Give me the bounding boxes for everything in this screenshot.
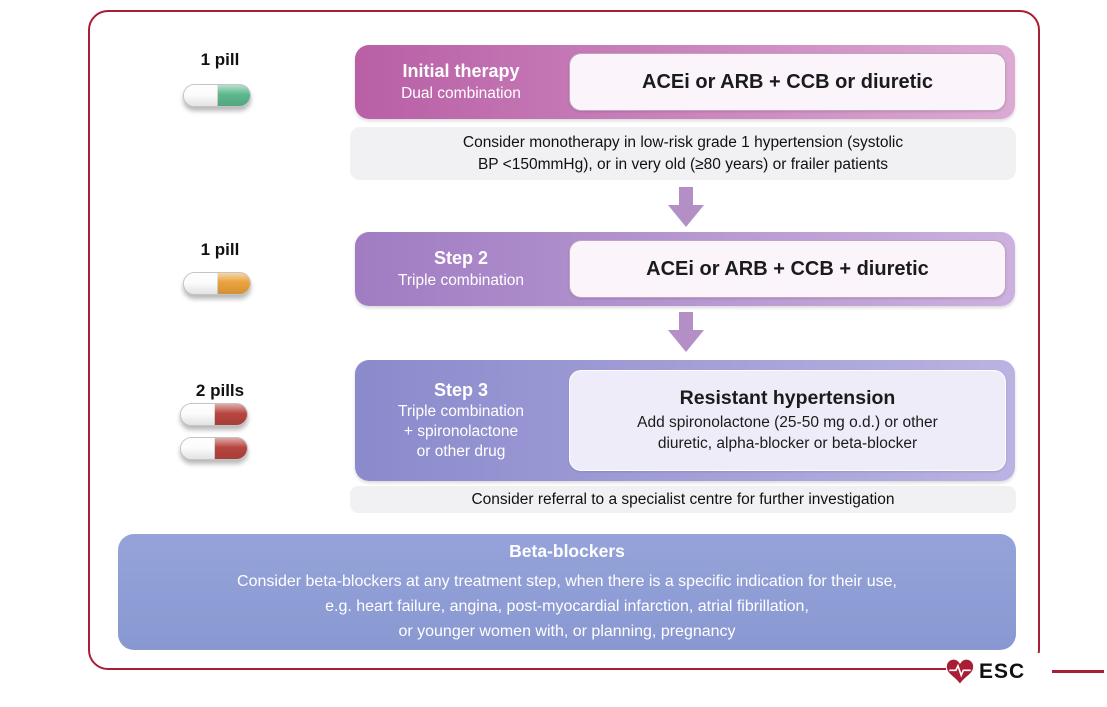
step-title: Initial therapy: [402, 61, 520, 82]
esc-heart-icon: [946, 659, 974, 684]
specialist-referral-note: Consider referral to a specialist centre…: [350, 486, 1016, 513]
step-initial-therapy: Initial therapy Dual combination ACEi or…: [355, 45, 1015, 119]
note-line: Consider referral to a specialist centre…: [471, 490, 895, 508]
note-line: Consider monotherapy in low-risk grade 1…: [462, 133, 904, 151]
flow-arrow-down-icon: [668, 312, 704, 352]
step-title: Step 3: [433, 379, 489, 400]
resistant-hypertension-line: diuretic, alpha-blocker or beta-blocker: [657, 434, 918, 452]
step-subtitle-line: Triple combination: [397, 402, 525, 420]
pill-count-label: 2 pills: [195, 381, 245, 400]
resistant-hypertension-line: Add spironolactone (25-50 mg o.d.) or ot…: [637, 413, 938, 431]
red-capsule-icon: [180, 437, 248, 460]
beta-blockers-line: Consider beta-blockers at any treatment …: [237, 572, 897, 590]
capsule-left-half: [181, 404, 215, 425]
note-line: BP <150mmHg), or in very old (≥80 years)…: [477, 155, 889, 173]
pill-count-label: 1 pill: [200, 240, 240, 259]
capsule-right-half: [214, 404, 247, 425]
capsule-left-half: [181, 438, 215, 459]
step-subtitle: Triple combination: [397, 271, 525, 289]
resistant-hypertension-box: Resistant hypertension Add spironolacton…: [569, 370, 1006, 471]
step-drug-combination: ACEi or ARB + CCB or diuretic: [569, 53, 1006, 111]
resistant-hypertension-title: Resistant hypertension: [679, 386, 896, 409]
step-3: Step 3 Triple combination + spironolacto…: [355, 360, 1015, 481]
step-subtitle-line: or other drug: [416, 443, 506, 461]
capsule-left-half: [184, 85, 218, 106]
esc-logo-text: ESC: [979, 660, 1026, 683]
esc-logo-line: [1050, 670, 1104, 673]
green-capsule-icon: [183, 84, 251, 107]
capsule-right-half: [217, 85, 250, 106]
beta-blockers-line: e.g. heart failure, angina, post-myocard…: [325, 597, 809, 615]
step-label: Step 3 Triple combination + spironolacto…: [355, 379, 567, 463]
monotherapy-note: Consider monotherapy in low-risk grade 1…: [350, 127, 1016, 180]
capsule-right-half: [214, 438, 247, 459]
esc-logo: ESC: [946, 653, 1052, 691]
orange-capsule-icon: [183, 272, 251, 295]
step-title: Step 2: [433, 248, 489, 269]
step-subtitle: Dual combination: [401, 84, 521, 102]
step-label: Step 2 Triple combination: [355, 247, 567, 291]
beta-blockers-box: Beta-blockers Consider beta-blockers at …: [118, 534, 1016, 650]
beta-blockers-line: or younger women with, or planning, preg…: [398, 623, 736, 641]
capsule-right-half: [217, 273, 250, 294]
pill-count-label: 1 pill: [200, 50, 240, 69]
slide-frame: [88, 10, 1040, 670]
step-label: Initial therapy Dual combination: [355, 60, 567, 104]
step-subtitle-line: + spironolactone: [403, 423, 519, 441]
step-drug-combination: ACEi or ARB + CCB + diuretic: [569, 240, 1006, 298]
flow-arrow-down-icon: [668, 187, 704, 227]
red-capsule-icon: [180, 403, 248, 426]
beta-blockers-title: Beta-blockers: [509, 540, 625, 561]
step-2: Step 2 Triple combination ACEi or ARB + …: [355, 232, 1015, 306]
capsule-left-half: [184, 273, 218, 294]
